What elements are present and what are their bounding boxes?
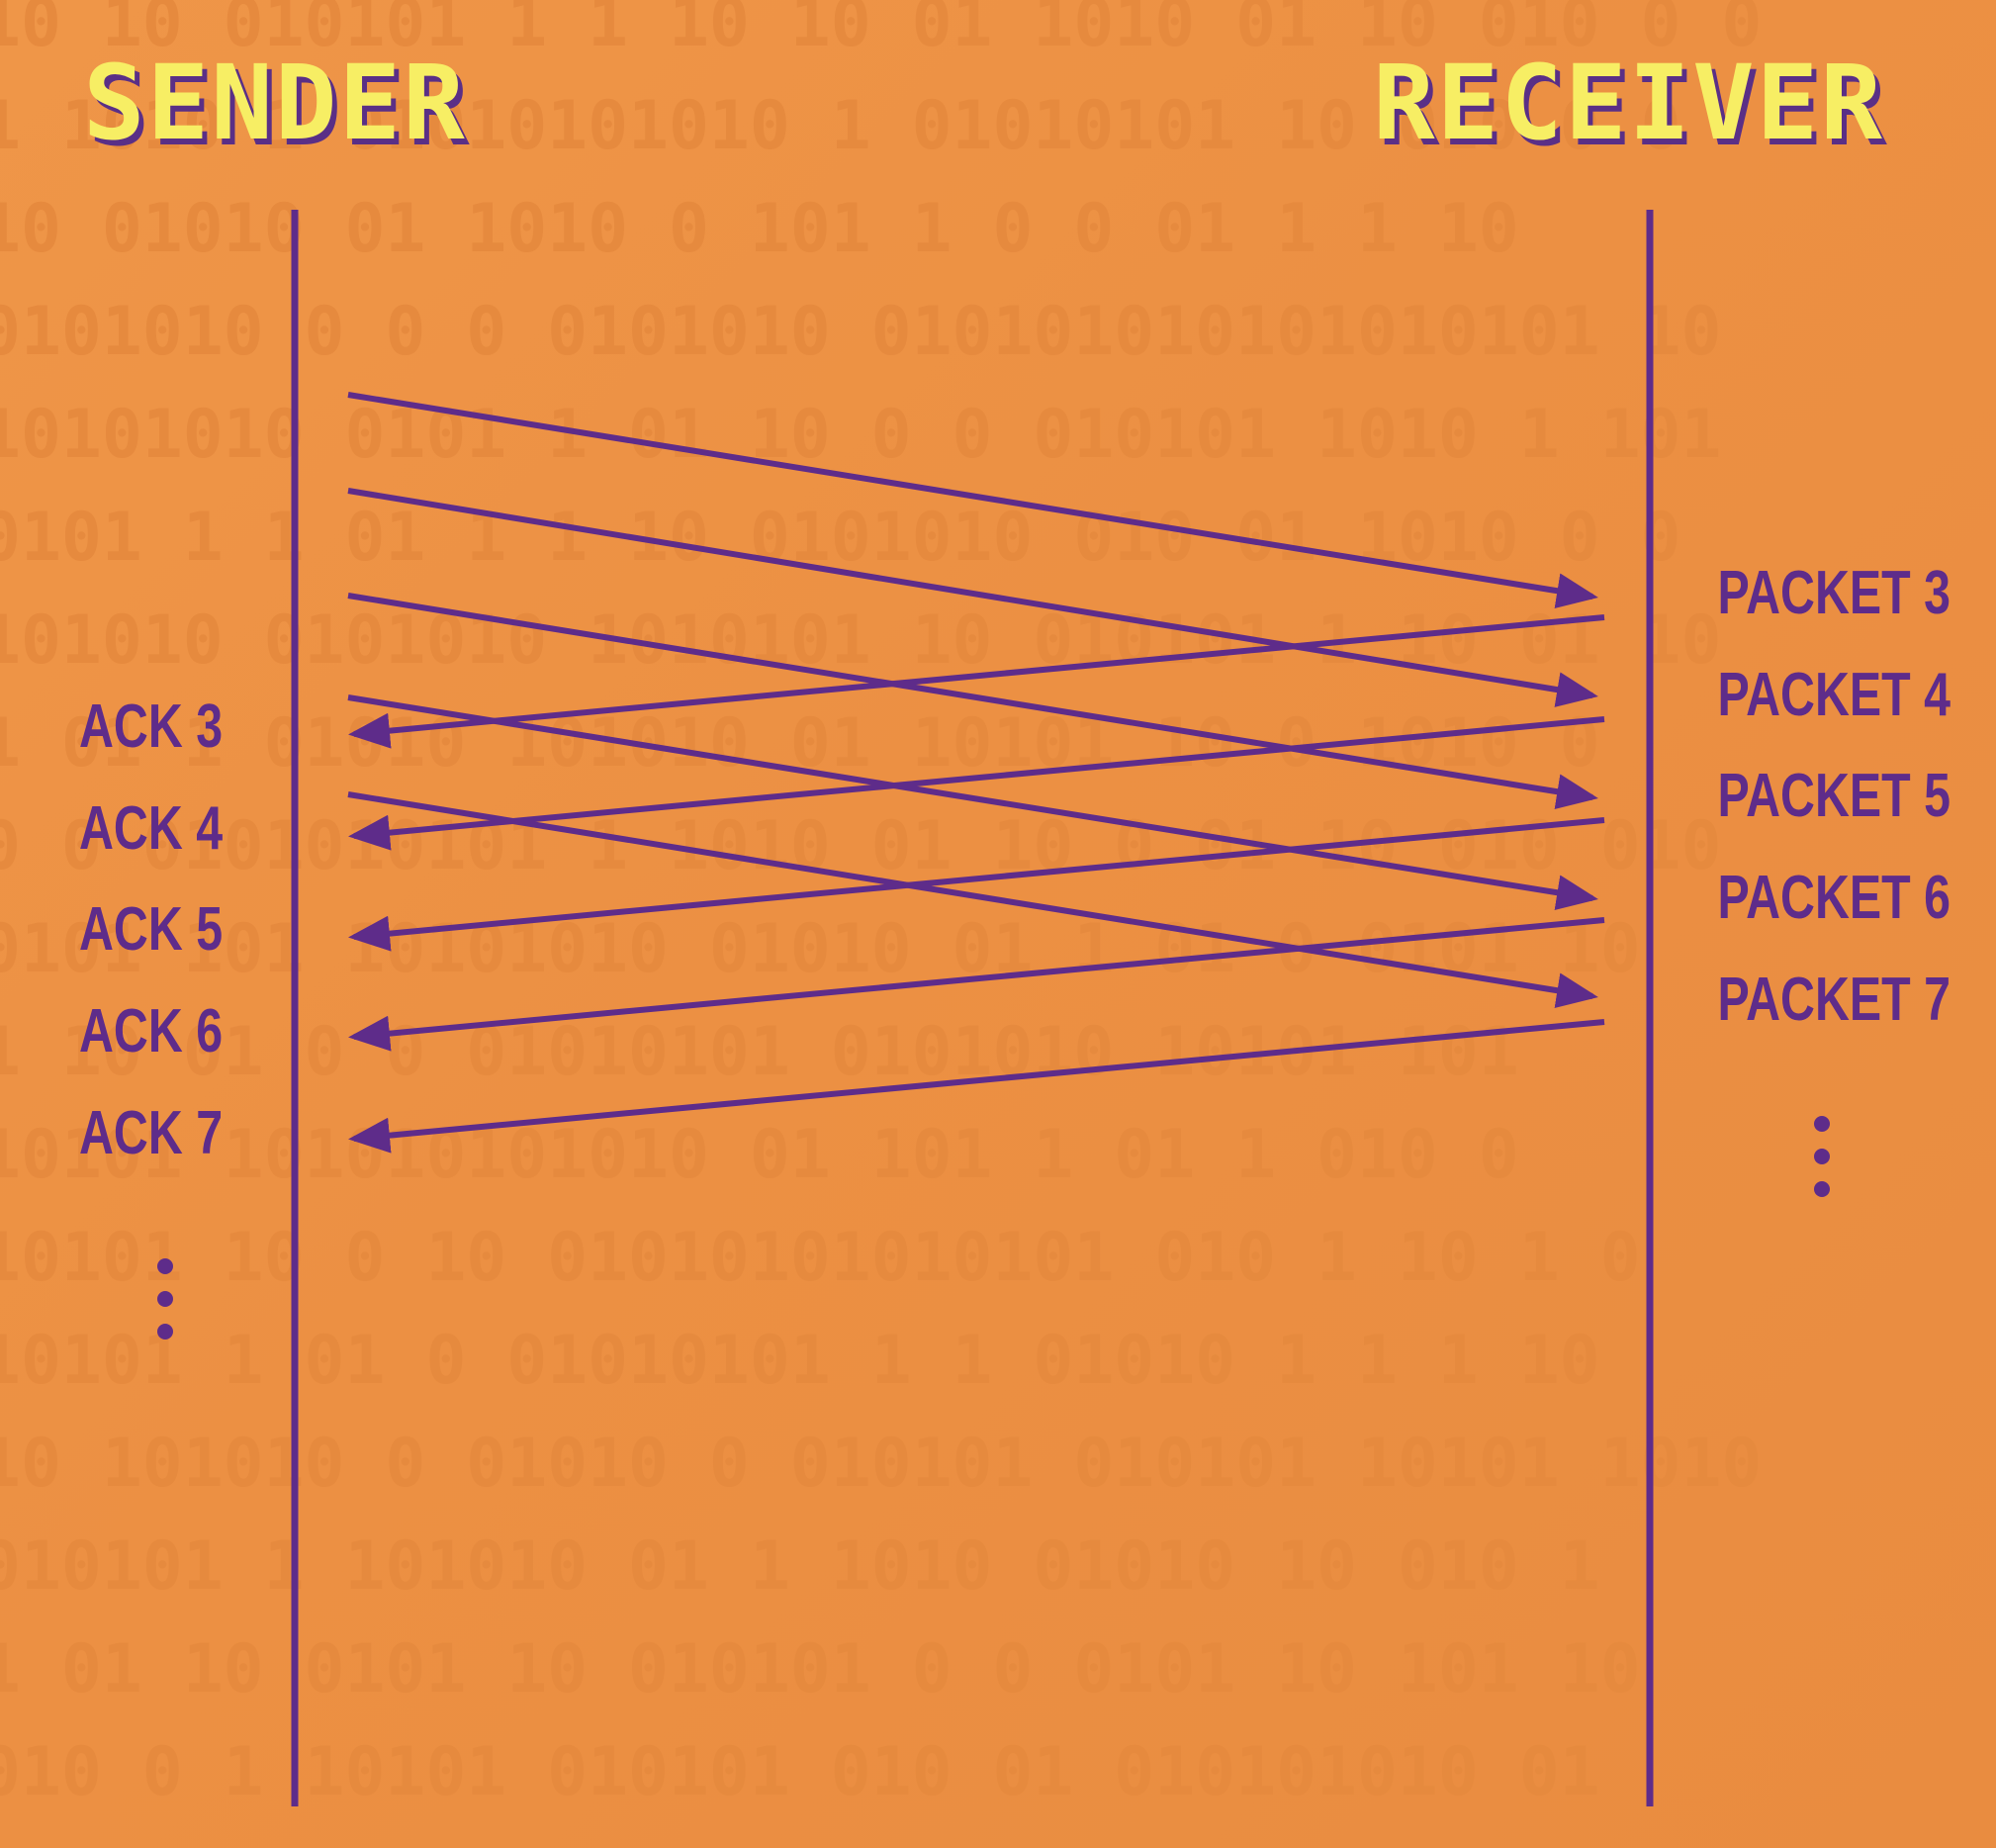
ack-label-5: ACK 5 [79,895,224,964]
ack-arrow-6 [348,917,1605,1052]
vertical-ellipsis-icon [155,1258,175,1341]
ack-arrow-4 [348,716,1605,851]
packet-arrow-7 [347,791,1598,1009]
packet-label-6: PACKET 6 [1717,864,1951,932]
ack-label-4: ACK 4 [79,794,224,863]
packet-arrow-4 [347,488,1598,707]
packet-arrow-5 [347,593,1598,810]
packet-arrows [347,392,1598,1009]
ack-label-6: ACK 6 [79,997,224,1065]
packet-arrow-6 [347,694,1598,911]
vertical-ellipsis-icon [1812,1116,1832,1199]
ack-label-3: ACK 3 [79,693,224,761]
ack-label-7: ACK 7 [79,1099,224,1167]
packet-label-5: PACKET 5 [1717,762,1951,830]
packet-label-4: PACKET 4 [1717,661,1951,729]
ack-arrows [348,614,1605,1154]
ack-arrow-7 [348,1019,1605,1154]
packet-label-3: PACKET 3 [1717,559,1951,627]
packet-arrow-3 [347,392,1598,609]
ack-arrow-5 [348,817,1605,952]
receiver-title: RECEIVER [1373,43,1884,163]
sender-title: SENDER [83,43,467,163]
packet-label-7: PACKET 7 [1717,966,1951,1034]
ack-arrow-3 [348,614,1605,749]
